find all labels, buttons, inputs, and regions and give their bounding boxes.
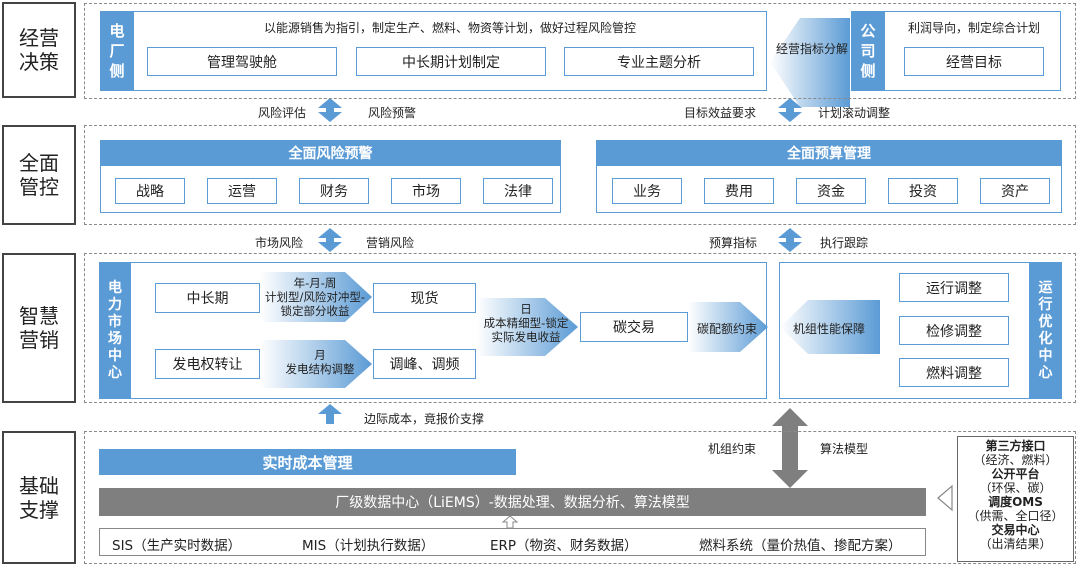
arrow2-label: 月 发电结构调整	[285, 348, 355, 376]
peak-frequency-box: 调峰、调频	[373, 349, 476, 379]
foundation-section	[84, 431, 1076, 564]
row-label-foundation: 基础 支撑	[2, 431, 76, 564]
arrow-unit-guarantee	[780, 300, 880, 354]
arrow-midlong-to-spot	[260, 272, 372, 322]
mid-long-plan-box: 中长期计划制定	[356, 47, 546, 76]
third-party-arrow	[937, 484, 953, 512]
risk-item-finance: 财务	[299, 178, 369, 204]
unit-constraint-double-arrow	[772, 408, 808, 488]
source-systems-box	[99, 528, 926, 556]
carbon-quota-label: 碳配额约束	[697, 322, 758, 336]
business-target-box: 经营目标	[904, 47, 1044, 76]
realtime-cost-bar: 实时成本管理	[99, 449, 516, 475]
arrow3-label: 日 成本精细型-锁定 实际发电收益	[483, 302, 569, 344]
arrow-transfer-to-peak	[260, 340, 372, 388]
budget-title: 全面预算管理	[596, 140, 1062, 166]
row-label-decision: 经营 决策	[2, 2, 76, 98]
cockpit-box: 管理驾驶舱	[147, 47, 337, 76]
spot-market-box: 现货	[373, 283, 476, 313]
market-center-label: 电 力 市 场 中 心	[99, 262, 131, 399]
risk-warning-label: 风险预警	[368, 106, 417, 120]
side-line-1: （经济、燃料）	[973, 453, 1058, 467]
operation-adjust-box: 运行调整	[899, 273, 1009, 302]
budget-item-business: 业务	[612, 178, 682, 204]
arrow-carbon-constraint	[688, 302, 768, 352]
target-benefit-label: 目标效益要求	[684, 106, 757, 120]
risk-item-strategy: 战略	[115, 178, 185, 204]
execution-tracking-label: 执行跟踪	[820, 236, 869, 250]
side-line-3: （环保、碳）	[979, 481, 1052, 495]
budget-item-fund: 资金	[796, 178, 866, 204]
source-mis: MIS（计划执行数据）	[302, 538, 435, 554]
budget-double-arrow	[778, 228, 802, 252]
control-section	[84, 125, 1076, 225]
market-risk-double-arrow	[318, 228, 342, 252]
unit-performance-label: 机组性能保障	[793, 322, 866, 336]
arrow1-label: 年-月-周 计划型/风险对冲型- 锁定部分收益	[264, 276, 366, 318]
carbon-trading-box: 碳交易	[580, 312, 688, 342]
budget-item-asset: 资产	[980, 178, 1050, 204]
marketing-risk-label: 营销风险	[366, 236, 415, 250]
budget-item-expense: 费用	[704, 178, 774, 204]
optimization-center-label: 运 行 优 化 中 心	[1029, 262, 1062, 399]
market-risk-label: 市场风险	[255, 236, 304, 250]
side-line-4: 调度OMS	[988, 495, 1043, 509]
decomposition-label: 经营指标分解	[776, 42, 849, 56]
risk-item-law: 法律	[483, 178, 553, 204]
risk-warning-title: 全面风险预警	[100, 140, 561, 166]
power-rights-transfer-box: 发电权转让	[155, 349, 260, 379]
source-sis: SIS（生产实时数据）	[112, 538, 242, 554]
source-fuel: 燃料系统（量价热值、掺配方案）	[699, 538, 902, 554]
third-party-panel: 第三方接口 （经济、燃料） 公开平台 （环保、碳） 调度OMS （供需、全口径）…	[957, 436, 1074, 562]
side-line-6: 交易中心	[991, 523, 1040, 537]
risk-item-market: 市场	[391, 178, 461, 204]
plant-side-label: 电 厂 侧	[100, 11, 134, 91]
side-line-7: （出清结果）	[979, 537, 1052, 551]
fuel-adjust-box: 燃料调整	[899, 358, 1009, 387]
mid-long-term-box: 中长期	[155, 283, 260, 313]
risk-double-arrow	[318, 98, 342, 122]
side-line-2: 公开平台	[991, 467, 1040, 481]
target-double-arrow	[778, 98, 802, 122]
company-description: 利润导向，制定综合计划	[907, 21, 1040, 35]
algorithm-model-label: 算法模型	[820, 442, 869, 456]
row-label-marketing: 智慧 营销	[2, 253, 76, 403]
arrow-to-carbon	[477, 298, 578, 356]
risk-assessment-label: 风险评估	[258, 106, 307, 120]
budget-item-investment: 投资	[888, 178, 958, 204]
company-side-label: 公 司 侧	[851, 11, 885, 91]
marginal-cost-up-arrow	[318, 404, 342, 424]
unit-constraint-label: 机组约束	[708, 442, 757, 456]
plan-rolling-label: 计划滚动调整	[818, 106, 891, 120]
marginal-cost-label: 边际成本，竟报价支撑	[364, 412, 485, 426]
side-line-0: 第三方接口	[985, 439, 1046, 453]
maintenance-adjust-box: 检修调整	[899, 316, 1009, 345]
data-center-bar: 厂级数据中心（LiEMS）-数据处理、数据分析、算法模型	[99, 488, 926, 516]
side-line-5: （供需、全口径）	[967, 509, 1064, 523]
decomposition-arrow	[770, 18, 850, 107]
source-erp: ERP（物资、财务数据）	[490, 538, 638, 554]
row-label-control: 全面 管控	[2, 125, 76, 225]
decision-section	[84, 3, 1076, 99]
topic-analysis-box: 专业主题分析	[564, 47, 754, 76]
budget-index-label: 预算指标	[709, 236, 758, 250]
plant-description: 以能源销售为指引，制定生产、燃料、物资等计划，做好过程风险管控	[263, 21, 636, 35]
risk-item-operation: 运营	[207, 178, 277, 204]
marketing-section	[84, 253, 1076, 403]
